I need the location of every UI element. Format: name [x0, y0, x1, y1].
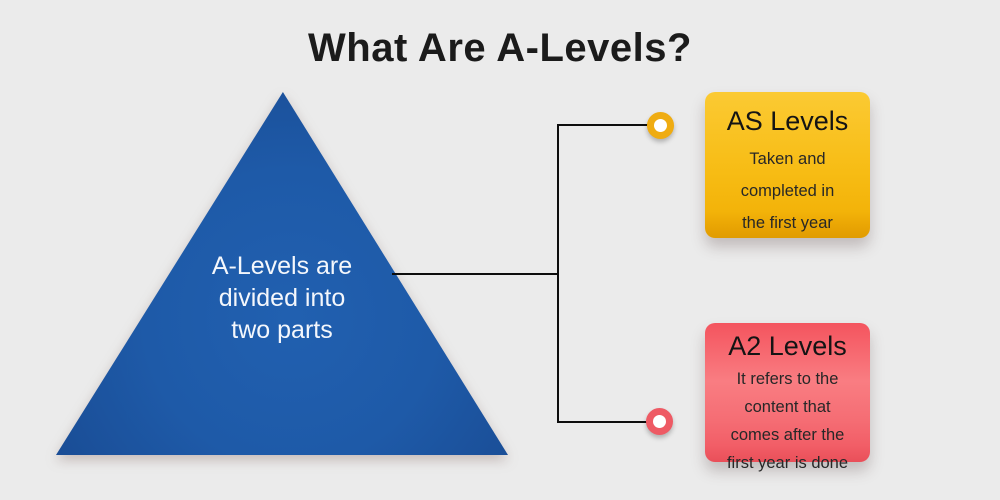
connector-line-top-branch — [558, 124, 650, 126]
connector-line-middle — [392, 273, 558, 275]
page-title: What Are A-Levels? — [308, 26, 692, 70]
card-a2-title: A2 Levels — [728, 331, 847, 361]
card-a2-levels: A2 Levels It refers to the content that … — [705, 323, 870, 472]
card-as-body-line: the first year — [742, 214, 833, 232]
triangle-caption: A-Levels are divided into two parts — [56, 250, 508, 346]
card-as-body-line: Taken and — [749, 150, 826, 168]
card-a2-body: It refers to the content that comes afte… — [705, 365, 870, 477]
connector-line-vertical — [557, 124, 559, 423]
card-as-body: Taken and completed in the first year — [705, 143, 870, 239]
triangle-caption-line: A-Levels are — [211, 252, 353, 280]
card-a2-body-line: first year is done — [726, 454, 849, 472]
card-as-levels: AS Levels Taken and completed in the fir… — [705, 92, 870, 238]
card-as-title: AS Levels — [726, 106, 849, 136]
as-node-ring-icon — [647, 112, 674, 139]
card-a2-body-line: comes after the — [730, 426, 845, 444]
connector-line-bottom-branch — [558, 421, 650, 423]
card-a2-body-line: It refers to the — [736, 370, 839, 388]
triangle-caption-line: divided into — [218, 284, 346, 312]
triangle-caption-line: two parts — [231, 316, 333, 344]
a2-node-ring-icon — [646, 408, 673, 435]
card-a2-body-line: content that — [744, 398, 831, 416]
card-as-body-line: completed in — [740, 182, 835, 200]
